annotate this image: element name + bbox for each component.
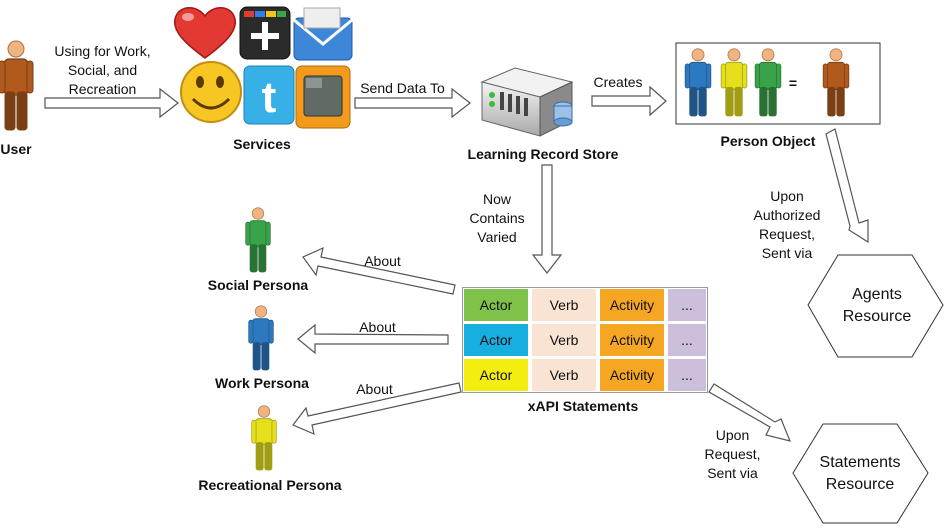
statement-2-actor: Actor bbox=[463, 323, 529, 357]
statement-3-activity: Activity bbox=[599, 358, 665, 392]
xapi-statements-table: Actor Verb Activity ... Actor Verb Activ… bbox=[462, 287, 708, 393]
statement-2-more: ... bbox=[667, 323, 707, 357]
using-for-label-3: Recreation bbox=[68, 81, 137, 97]
equals-sign: = bbox=[788, 75, 798, 91]
person-object-social-figure bbox=[754, 48, 782, 117]
about-social-label: About bbox=[364, 253, 401, 269]
arrow-statements-to-social bbox=[302, 246, 456, 295]
heart-icon bbox=[173, 7, 237, 59]
statement-1-verb: Verb bbox=[531, 288, 597, 322]
statement-1-more: ... bbox=[667, 288, 707, 322]
using-for-label-2: Social, and bbox=[67, 62, 138, 78]
statement-2-activity: Activity bbox=[599, 323, 665, 357]
about-work-label: About bbox=[359, 319, 396, 335]
work-persona-figure bbox=[248, 305, 274, 371]
now-contains-label-1: Now bbox=[482, 191, 511, 207]
services-label: Services bbox=[233, 136, 291, 152]
upon-auth-label-1: Upon bbox=[770, 188, 804, 204]
social-persona-figure bbox=[245, 207, 271, 273]
statements-resource-label-2: Resource bbox=[825, 476, 895, 493]
send-data-to-label: Send Data To bbox=[360, 80, 445, 96]
creates-label: Creates bbox=[593, 74, 643, 90]
person-object-work-figure bbox=[684, 48, 712, 117]
statement-2-verb: Verb bbox=[531, 323, 597, 357]
statement-3-actor: Actor bbox=[463, 358, 529, 392]
arrow-user-to-services bbox=[44, 87, 179, 119]
agents-resource-hexagon bbox=[807, 254, 944, 358]
recreational-persona-label: Recreational Persona bbox=[198, 477, 342, 493]
work-persona-label: Work Persona bbox=[215, 375, 309, 391]
arrow-statements-to-recreational bbox=[292, 382, 462, 436]
statement-1-actor: Actor bbox=[463, 288, 529, 322]
upon-auth-label-2: Authorized bbox=[753, 207, 821, 223]
arrow-lrs-to-statements bbox=[531, 164, 563, 274]
tv-icon bbox=[295, 65, 351, 129]
server-icon bbox=[480, 67, 574, 137]
now-contains-label-3: Varied bbox=[477, 229, 517, 245]
upon-request-label-3: Sent via bbox=[707, 465, 758, 481]
using-for-label-1: Using for Work, bbox=[54, 43, 151, 59]
google-plus-icon bbox=[239, 6, 291, 60]
user-figure bbox=[0, 40, 34, 131]
recreational-persona-figure bbox=[251, 405, 277, 471]
svg-text:t: t bbox=[262, 73, 277, 122]
arrow-person-to-agents bbox=[825, 128, 869, 244]
statements-resource-hexagon bbox=[792, 423, 929, 524]
upon-auth-label-4: Sent via bbox=[761, 245, 813, 261]
lrs-label: Learning Record Store bbox=[467, 146, 619, 162]
upon-request-label-1: Upon bbox=[715, 427, 750, 443]
agents-resource-label-2: Resource bbox=[842, 308, 912, 325]
person-object-label: Person Object bbox=[720, 133, 816, 149]
about-recreational-label: About bbox=[356, 381, 393, 397]
statements-resource-label-1: Statements bbox=[819, 454, 901, 471]
now-contains-label-2: Contains bbox=[469, 210, 525, 226]
arrow-statements-to-work bbox=[297, 323, 449, 355]
statement-1-activity: Activity bbox=[599, 288, 665, 322]
statement-3-verb: Verb bbox=[531, 358, 597, 392]
statement-3-more: ... bbox=[667, 358, 707, 392]
smiley-icon bbox=[180, 61, 242, 123]
arrow-lrs-to-person-object bbox=[591, 85, 667, 117]
email-icon bbox=[293, 7, 353, 61]
xapi-statements-label: xAPI Statements bbox=[527, 398, 639, 414]
social-persona-label: Social Persona bbox=[207, 277, 309, 293]
upon-request-label-2: Request, bbox=[704, 446, 761, 462]
arrow-statements-to-statements-resource bbox=[708, 383, 792, 442]
person-object-recreational-figure bbox=[720, 48, 748, 117]
twitter-icon: t bbox=[243, 65, 295, 125]
person-object-user-figure bbox=[822, 48, 850, 117]
agents-resource-label-1: Agents bbox=[852, 286, 902, 303]
upon-auth-label-3: Request, bbox=[758, 226, 816, 242]
user-label: User bbox=[0, 141, 32, 157]
arrow-services-to-lrs bbox=[354, 87, 471, 119]
